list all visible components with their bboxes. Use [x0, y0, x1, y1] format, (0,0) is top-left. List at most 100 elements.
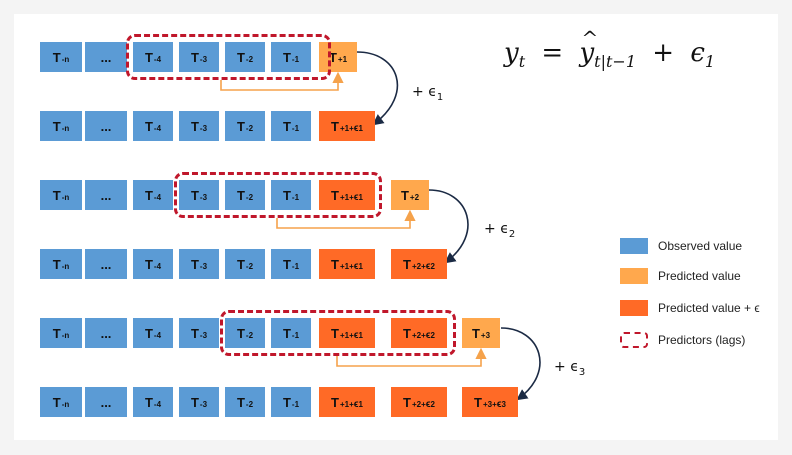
- box-label-main: T: [282, 49, 291, 65]
- box-label-sub: -4: [154, 55, 161, 64]
- box-label-sub: +1+ϵ1: [340, 330, 363, 341]
- box-label-main: T: [144, 256, 153, 272]
- predicted-box: T+3: [462, 318, 500, 348]
- epsilon-sub: 2: [508, 228, 516, 240]
- box-label-sub: -3: [200, 55, 207, 64]
- observed-box: T-2: [225, 180, 265, 210]
- box-label: T-4: [145, 119, 161, 134]
- formula-plus: +: [652, 38, 675, 68]
- epsilon-plus: +: [412, 84, 429, 100]
- observed-box: T-4: [133, 42, 173, 72]
- box-label-eps-sub: 2: [430, 330, 435, 340]
- observed-box: T-1: [271, 111, 311, 141]
- epsilon-symbol: ϵ: [428, 84, 437, 100]
- box-label-sub-text: +1: [337, 54, 348, 64]
- box-label: ...: [101, 188, 112, 203]
- ellipsis-box: ...: [85, 387, 127, 417]
- box-label-sub: -1: [292, 124, 299, 133]
- observed-box: T-3: [179, 42, 219, 72]
- legend-item-obs: Observed value: [620, 238, 742, 254]
- box-label-sub-text: -1: [291, 192, 300, 202]
- box-label-sub-text: +2+: [411, 330, 426, 340]
- box-label-sub: -3: [200, 124, 207, 133]
- box-label: ...: [101, 50, 112, 65]
- box-label-main: T: [331, 118, 339, 134]
- epsilon-label-3: + ϵ3: [554, 359, 585, 378]
- formula: yt = yt|t−1 + ϵ1: [504, 26, 716, 72]
- box-label: T-n: [53, 395, 70, 410]
- box-label-sub-text: -n: [61, 123, 70, 133]
- box-label: T+1+ϵ1: [331, 257, 363, 272]
- formula-eps-sub: 1: [704, 52, 716, 72]
- box-label: T-n: [53, 326, 70, 341]
- box-label-sub-text: -1: [291, 123, 300, 133]
- legend-swatch: [620, 268, 648, 284]
- box-label: T-2: [237, 257, 253, 272]
- box-label-sub-text: -1: [291, 330, 300, 340]
- box-label: ...: [101, 257, 112, 272]
- legend-item-predeps: Predicted value + ϵ: [620, 300, 760, 316]
- ellipsis-box: ...: [85, 111, 127, 141]
- box-label-sub-text: -4: [153, 54, 162, 64]
- predicted-eps-box: T+2+ϵ2: [391, 318, 447, 348]
- predicted-eps-box: T+1+ϵ1: [319, 180, 375, 210]
- box-label-sub: -n: [62, 331, 70, 340]
- box-label-sub: +3: [481, 331, 490, 340]
- box-label: T-1: [283, 257, 299, 272]
- observed-box: T-4: [133, 387, 173, 417]
- box-label-main: T: [144, 118, 153, 134]
- box-label-sub-text: -2: [245, 192, 254, 202]
- ellipsis-box: ...: [85, 318, 127, 348]
- legend-item-dash: Predictors (lags): [620, 332, 745, 348]
- box-label: T+2+ϵ2: [403, 257, 435, 272]
- box-label-sub-text: +1+: [339, 261, 354, 271]
- box-label-sub-text: -3: [199, 123, 208, 133]
- box-label-sub: -3: [200, 262, 207, 271]
- box-label: T-n: [53, 257, 70, 272]
- box-label-sub: -3: [200, 400, 207, 409]
- box-label-eps: ϵ: [353, 398, 359, 410]
- box-label-sub: +2: [410, 193, 419, 202]
- box-label-sub-text: -4: [153, 123, 162, 133]
- box-label-eps: ϵ: [353, 191, 359, 203]
- box-label: T+1+ϵ1: [331, 119, 363, 134]
- observed-box: T-3: [179, 249, 219, 279]
- box-label: ...: [101, 326, 112, 341]
- box-label-main: ...: [100, 394, 112, 410]
- box-label-sub-text: -2: [245, 261, 254, 271]
- box-label-eps: ϵ: [425, 329, 431, 341]
- box-label-main: ...: [100, 256, 112, 272]
- box-label-main: T: [52, 325, 61, 341]
- epsilon-symbol: ϵ: [500, 221, 509, 237]
- box-label: T-2: [237, 188, 253, 203]
- box-label: T-1: [283, 50, 299, 65]
- legend-text: Predicted value: [658, 269, 741, 283]
- box-label: T-n: [53, 188, 70, 203]
- box-label: T-4: [145, 326, 161, 341]
- box-label-sub: -4: [154, 124, 161, 133]
- box-label-main: T: [331, 325, 339, 341]
- box-label-main: T: [403, 394, 411, 410]
- box-label-sub: -2: [246, 124, 253, 133]
- box-label-eps-sub: 3: [501, 399, 506, 409]
- observed-box: T-n: [40, 387, 82, 417]
- box-label-sub: -2: [246, 400, 253, 409]
- predicted-box: T+2: [391, 180, 429, 210]
- box-label-sub: -n: [62, 262, 70, 271]
- observed-box: T-3: [179, 111, 219, 141]
- box-label: T-4: [145, 395, 161, 410]
- box-label: T+3: [472, 326, 490, 341]
- box-label: T-3: [191, 50, 207, 65]
- box-label: T-4: [145, 188, 161, 203]
- box-label-sub-text: -3: [199, 330, 208, 340]
- box-label: T-n: [53, 119, 70, 134]
- box-label-sub-text: +2: [409, 192, 420, 202]
- ellipsis-box: ...: [85, 249, 127, 279]
- box-label-main: T: [190, 49, 199, 65]
- observed-box: T-4: [133, 111, 173, 141]
- box-label-sub: +1: [338, 55, 347, 64]
- box-label-sub-text: -n: [61, 330, 70, 340]
- observed-box: T-2: [225, 42, 265, 72]
- box-label-sub: -2: [246, 55, 253, 64]
- box-label-sub-text: -1: [291, 54, 300, 64]
